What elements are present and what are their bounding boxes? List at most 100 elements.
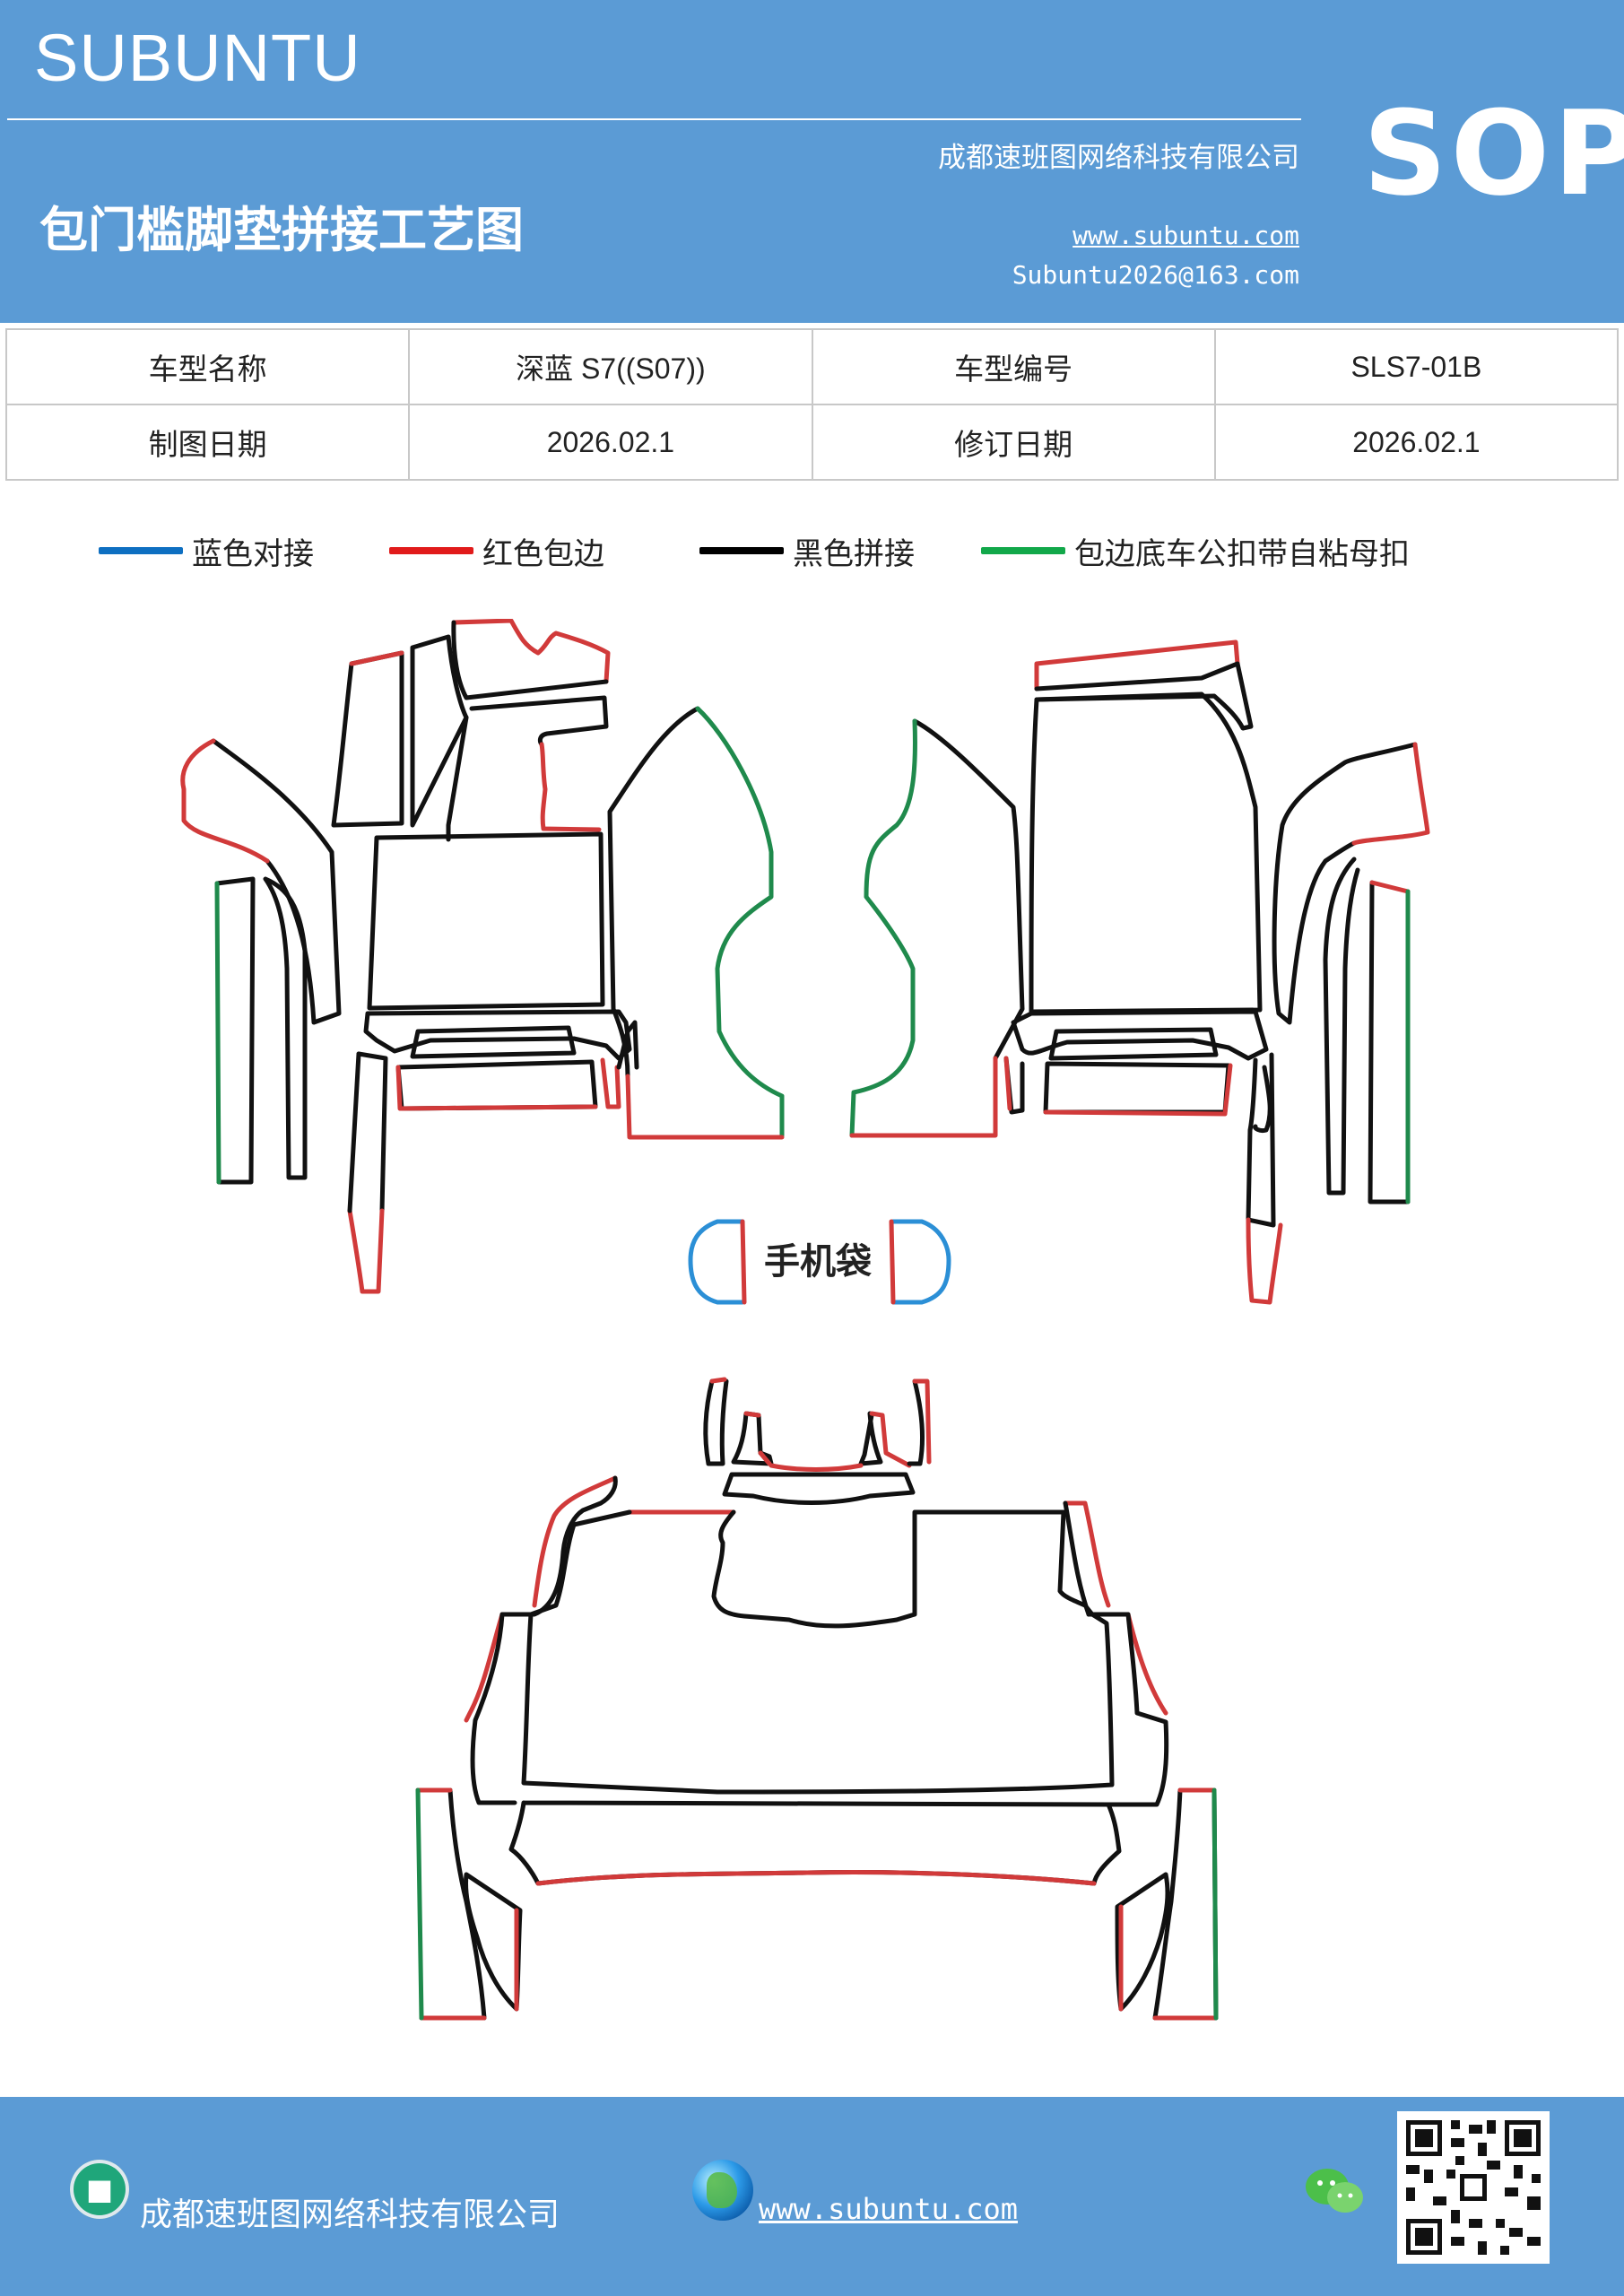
- table-cell: 修订日期: [811, 404, 1216, 481]
- mat-piece-teardrop-right-black: [912, 718, 1025, 1061]
- mat-piece-trunk-tab-left-red: [743, 1411, 772, 1466]
- mat-piece-left-strip-outer: [214, 876, 256, 1185]
- mat-piece-right-arch-red: [1351, 742, 1430, 846]
- page-title: 包门槛脚垫拼接工艺图: [39, 201, 524, 258]
- phone-bag-label: 手机袋: [764, 1241, 872, 1283]
- legend-blue: 蓝色对接: [99, 529, 314, 572]
- mat-piece-trunk-left-red: [464, 1475, 618, 1723]
- mat-piece-bottom-left-green: [415, 1787, 424, 2021]
- mat-piece-bottom-right-outer: [1152, 1787, 1219, 2021]
- mat-piece-trunk-top-right-red: [912, 1378, 932, 1465]
- mat-piece-lower-left-leg: [356, 1051, 388, 1213]
- legend-label: 黑色拼接: [793, 535, 915, 572]
- legend-label: 蓝色对接: [192, 535, 314, 572]
- sop-badge: SOP: [1363, 85, 1624, 222]
- legend-swatch: [389, 547, 473, 554]
- email-address[interactable]: Subuntu2026@163.com: [1012, 260, 1299, 290]
- mat-piece-trunk-tab-left: [731, 1411, 774, 1466]
- table-row: 车型名称 深蓝 S7((S07)) 车型编号 SLS7-01B: [4, 328, 1620, 405]
- table-cell: 2026.02.1: [408, 404, 813, 481]
- mat-piece-bumper-red: [535, 1870, 1097, 1886]
- legend-label: 包边底车公扣带自粘母扣: [1074, 535, 1410, 572]
- legend-red: 红色包边: [389, 529, 604, 572]
- mat-piece-teardrop-right-green: [849, 718, 917, 1138]
- mat-piece-upper-tall-1: [331, 650, 404, 828]
- table-cell: 2026.02.1: [1213, 404, 1620, 481]
- wechat-icon: [1306, 2169, 1363, 2213]
- qr-code: [1397, 2111, 1550, 2264]
- mat-piece-right-lower-box: [1043, 1061, 1231, 1115]
- mat-piece-right-strip-outer-red: [1369, 880, 1411, 894]
- header-divider: [7, 118, 1301, 120]
- mat-piece-trunk-top-left-red: [709, 1377, 727, 1384]
- legend-green: 包边底车公扣带自粘母扣: [981, 529, 1410, 572]
- mat-piece-right-main-panel: [1029, 691, 1263, 1014]
- mat-piece-trunk-bar: [769, 1463, 864, 1472]
- mat-piece-teardrop-left-green: [695, 706, 785, 1138]
- mat-piece-trunk-tab-right: [858, 1411, 883, 1466]
- info-table: 车型名称 深蓝 S7((S07)) 车型编号 SLS7-01B 制图日期 202…: [4, 328, 1620, 481]
- phone-bag-right-red: [889, 1219, 896, 1305]
- legend-label: 红色包边: [482, 535, 604, 572]
- mat-piece-right-top-red: [1034, 639, 1240, 691]
- building-icon: ■: [70, 2160, 129, 2219]
- table-cell: SLS7-01B: [1213, 328, 1620, 405]
- legend-swatch: [99, 547, 183, 554]
- footer-company: 成都速班图网络科技有限公司: [140, 2196, 560, 2233]
- website-link[interactable]: www.subuntu.com: [1073, 221, 1299, 250]
- mat-piece-upper-tall-1-red: [349, 650, 404, 666]
- mat-piece-trunk-panel: [521, 1509, 1115, 1795]
- mat-piece-bottom-left-outer: [415, 1787, 487, 2021]
- mat-piece-lower-box: [395, 1059, 598, 1111]
- mat-piece-right-lower-box-red: [1043, 1063, 1233, 1117]
- mat-piece-right-strip-outer: [1368, 880, 1411, 1205]
- table-cell: 深蓝 S7((S07)): [408, 328, 813, 405]
- mat-piece-lower-small-red: [600, 1057, 621, 1109]
- mat-piece-trunk-tab-right-red: [869, 1411, 912, 1468]
- mat-piece-right-lower-leg-red: [1246, 1217, 1283, 1305]
- mat-piece-teardrop-left-base: [625, 1074, 785, 1140]
- mat-piece-lower-left-leg-red: [347, 1208, 385, 1294]
- phone-bag-left-red: [740, 1219, 747, 1305]
- legend-swatch: [981, 547, 1065, 554]
- mat-piece-right-lower-inner: [1048, 1027, 1219, 1061]
- mat-piece-right-lower-frame: [1011, 1009, 1269, 1061]
- globe-icon: [692, 2160, 753, 2221]
- mat-piece-right-strip-inner: [1323, 857, 1360, 1196]
- mat-piece-trunk-left-black: [470, 1475, 618, 1805]
- header-banner: SUBUNTU 包门槛脚垫拼接工艺图 成都速班图网络科技有限公司 www.sub…: [0, 0, 1624, 323]
- mat-piece-lower-box-red: [395, 1065, 598, 1111]
- footer-banner: ■ 成都速班图网络科技有限公司 www.subuntu.com: [0, 2097, 1624, 2296]
- mat-piece-right-lower-small-red: [1003, 1056, 1012, 1111]
- mat-piece-left-arch-red: [180, 738, 270, 864]
- mat-pattern-diagram: 手机袋: [180, 619, 1430, 2021]
- mat-piece-lower-inner-bar: [410, 1025, 577, 1059]
- phone-bag-left-blue: [688, 1219, 745, 1305]
- mat-piece-bottom-right-green: [1211, 1787, 1219, 2021]
- mat-piece-right-top-black: [1034, 661, 1254, 731]
- mat-piece-teardrop-right-base: [849, 1056, 998, 1138]
- mat-piece-main-panel: [367, 831, 605, 1011]
- mat-piece-bottom-right-inner: [1115, 1872, 1170, 2012]
- footer-website-link[interactable]: www.subuntu.com: [759, 2192, 1018, 2226]
- mat-piece-main-panel-connector: [446, 715, 469, 842]
- mat-piece-lower-frame: [363, 1009, 632, 1061]
- mat-piece-right-lower-leg: [1246, 1052, 1276, 1228]
- legend-black: 黑色拼接: [699, 529, 915, 572]
- phone-bag-right-blue: [890, 1219, 951, 1305]
- mat-piece-bottom-left-outer-red: [415, 1787, 487, 2021]
- mat-piece-trunk-right-black: [1063, 1500, 1169, 1807]
- mat-piece-trunk-top-right: [907, 1378, 925, 1466]
- mat-piece-teardrop-left-black: [607, 706, 700, 1079]
- company-name: 成都速班图网络科技有限公司: [938, 142, 1299, 174]
- mat-piece-upper-red-right: [539, 742, 602, 832]
- mat-piece-right-lower-hook: [1253, 1065, 1272, 1133]
- mat-piece-trunk-top-left: [703, 1378, 729, 1466]
- mat-piece-bottom-right-outer-red: [1152, 1787, 1217, 2021]
- table-cell: 车型名称: [4, 328, 411, 405]
- mat-piece-left-strip-inner: [263, 876, 308, 1180]
- mat-piece-upper-top-red: [451, 619, 611, 684]
- mat-piece-lower-left-leg-black: [347, 1051, 361, 1213]
- table-cell: 制图日期: [4, 404, 411, 481]
- mat-piece-trunk-bar-black: [722, 1472, 916, 1505]
